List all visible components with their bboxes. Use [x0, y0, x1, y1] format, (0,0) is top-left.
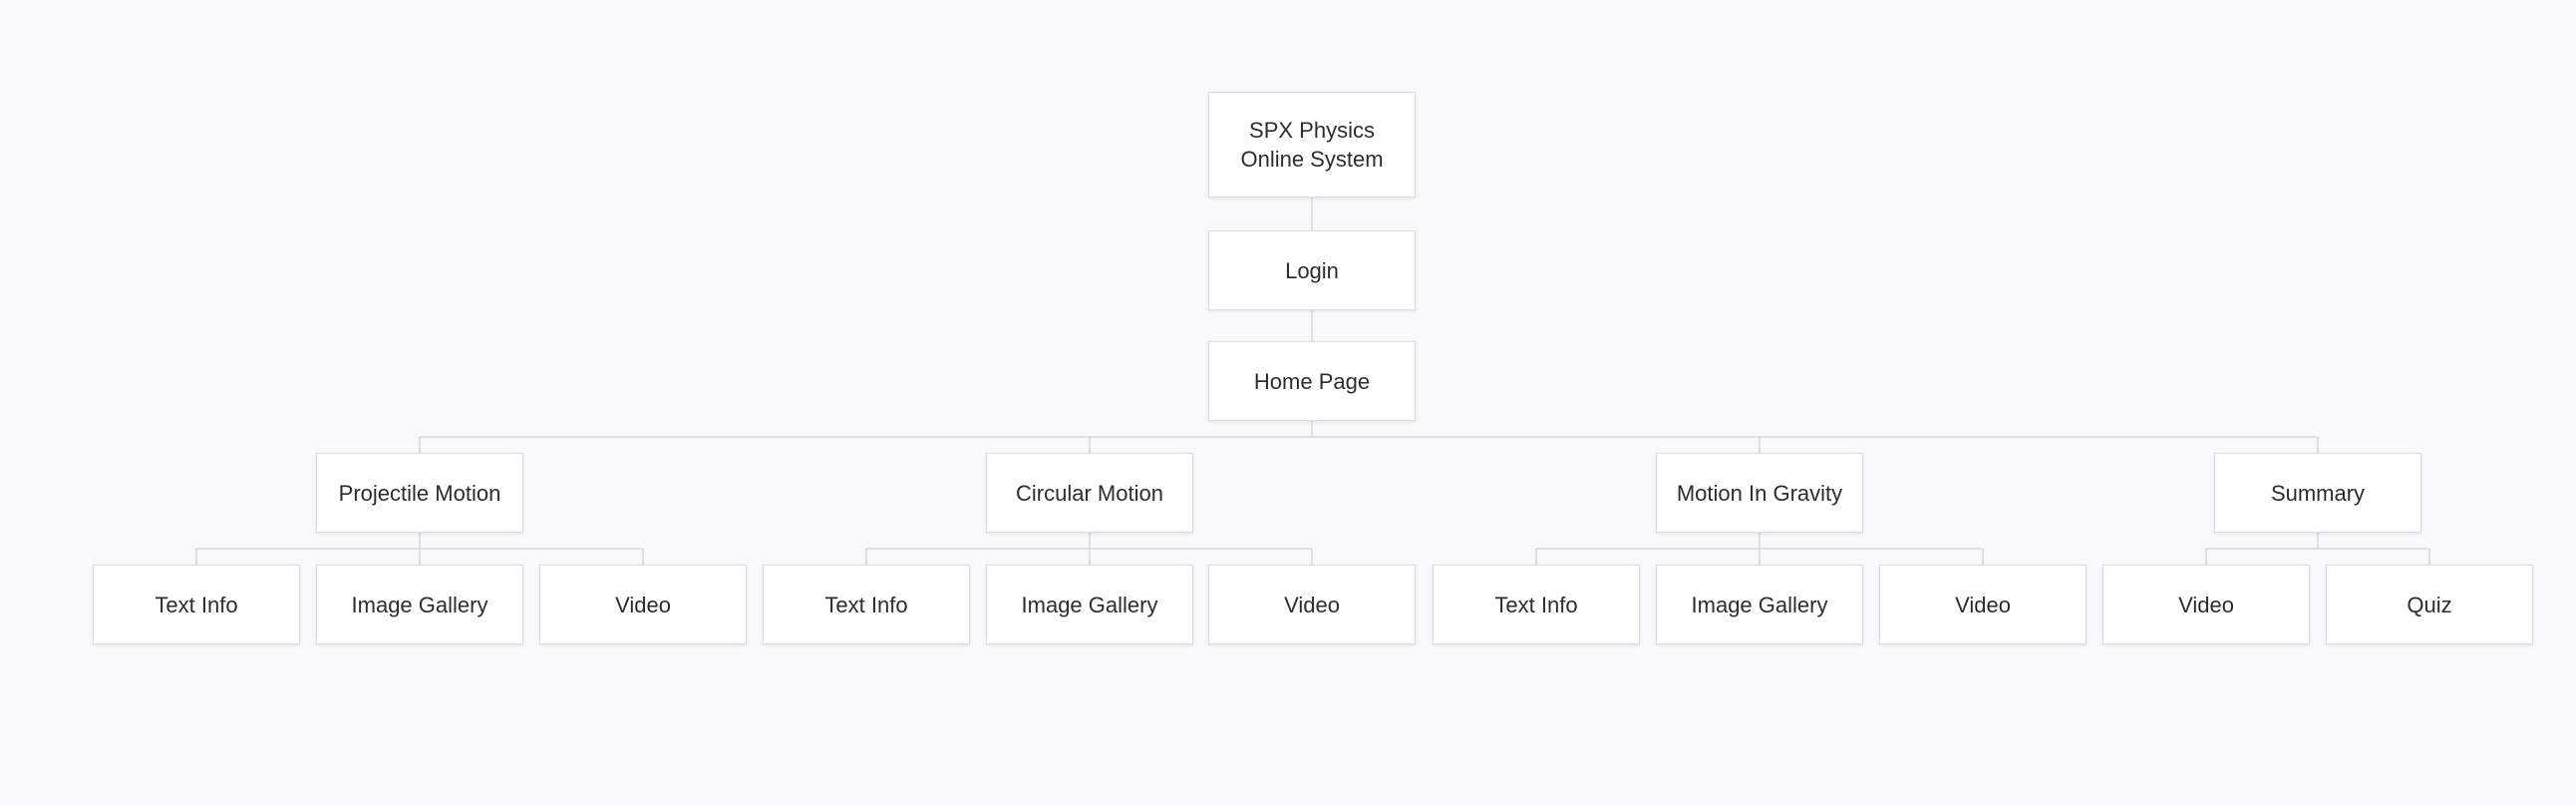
node-section-summary[interactable]: Summary — [2214, 453, 2421, 533]
node-leaf-label: Video — [1955, 592, 2011, 617]
node-leaf-projectile-video[interactable]: Video — [539, 565, 747, 644]
node-leaf-label: Image Gallery — [1021, 592, 1158, 617]
node-login-label: Login — [1285, 257, 1339, 283]
node-section-label: Motion In Gravity — [1676, 480, 1843, 506]
node-leaf-label: Video — [2178, 592, 2234, 617]
node-root-label: SPX Physics Online System — [1240, 118, 1384, 172]
node-login[interactable]: Login — [1208, 230, 1416, 310]
node-section-projectile-motion[interactable]: Projectile Motion — [316, 453, 523, 533]
node-section-label: Summary — [2270, 480, 2366, 506]
node-leaf-label: Quiz — [2407, 592, 2452, 617]
node-section-circular-motion[interactable]: Circular Motion — [986, 453, 1193, 533]
node-leaf-label: Text Info — [824, 592, 908, 617]
node-section-label: Projectile Motion — [338, 480, 501, 506]
node-leaf-label: Image Gallery — [351, 592, 488, 617]
node-leaf-circular-image-gallery[interactable]: Image Gallery — [986, 565, 1193, 644]
node-leaf-gravity-video[interactable]: Video — [1879, 565, 2087, 644]
node-leaf-circular-text-info[interactable]: Text Info — [763, 565, 970, 644]
node-leaf-label: Image Gallery — [1691, 592, 1828, 617]
node-leaf-summary-quiz[interactable]: Quiz — [2326, 565, 2533, 644]
node-leaf-label: Text Info — [1494, 592, 1578, 617]
node-leaf-label: Video — [1284, 592, 1340, 617]
node-leaf-gravity-image-gallery[interactable]: Image Gallery — [1656, 565, 1863, 644]
node-leaf-label: Video — [615, 592, 671, 617]
node-section-label: Circular Motion — [1016, 480, 1163, 506]
node-leaf-circular-video[interactable]: Video — [1208, 565, 1416, 644]
node-section-motion-in-gravity[interactable]: Motion In Gravity — [1656, 453, 1863, 533]
node-leaf-gravity-text-info[interactable]: Text Info — [1433, 565, 1640, 644]
node-leaf-projectile-text-info[interactable]: Text Info — [93, 565, 300, 644]
node-leaf-projectile-image-gallery[interactable]: Image Gallery — [316, 565, 523, 644]
node-leaf-summary-video[interactable]: Video — [2102, 565, 2310, 644]
node-root[interactable]: SPX Physics Online System — [1208, 92, 1416, 198]
node-leaf-label: Text Info — [155, 592, 238, 617]
node-home-page[interactable]: Home Page — [1208, 341, 1416, 421]
node-home-page-label: Home Page — [1253, 368, 1371, 394]
